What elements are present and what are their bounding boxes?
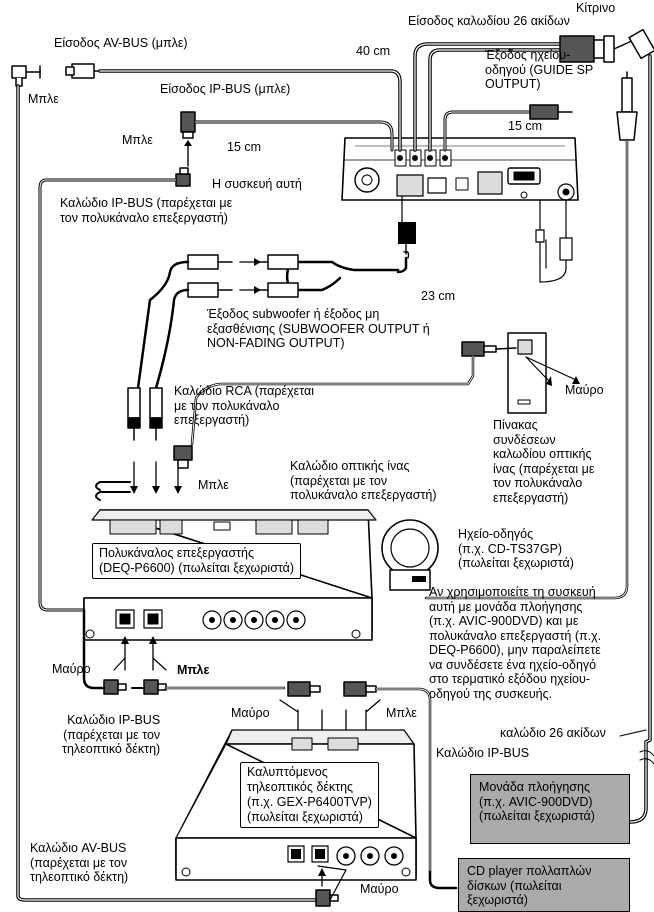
label-blue-tv: Μπλε — [386, 706, 417, 720]
navigation-unit-box: Μονάδα πλοήγησης (π.χ. AVIC-900DVD) (πωλ… — [470, 774, 630, 844]
line: τον πολυκάναλο — [493, 476, 583, 490]
line: (πωλείται ξεχωριστά) — [247, 810, 363, 824]
line: ξεχωριστά) — [467, 893, 528, 907]
line: εξασθένισης (SUBWOOFER OUTPUT ή — [207, 321, 430, 336]
label-40cm: 40 cm — [356, 44, 391, 58]
line: οδηγού της συσκευής. — [429, 686, 553, 701]
label-26pin-cable: καλώδιο 26 ακίδων — [500, 726, 606, 740]
label-15cm-b: 15 cm — [508, 119, 543, 133]
line: επεξεργαστή) — [174, 413, 250, 427]
line: με τον πολυκάναλο — [174, 398, 280, 413]
line: επεξεργαστή) — [493, 490, 569, 505]
line: δίσκων (πωλείται — [467, 878, 562, 893]
line: (π.χ. GEX-P6400TVP) — [247, 795, 372, 809]
line: αυτή με μονάδα πλοήγησης — [429, 599, 583, 614]
label-rca-cable: Καλώδιο RCA (παρέχεται με τον πολυκάναλο… — [174, 384, 314, 428]
label-yellow: Κίτρινο — [576, 1, 616, 15]
label-23cm: 23 cm — [421, 289, 456, 303]
line: (πωλείται ξεχωριστά) — [458, 556, 574, 570]
label-guide-sp-output: Έξοδος ηχείου- οδηγού (GUIDE SP OUTPUT) — [485, 48, 593, 92]
line: Καλώδιο AV-BUS — [30, 841, 127, 855]
line: Καλώδιο IP-BUS — [67, 713, 161, 727]
label-blue-proc: Μπλε — [198, 478, 229, 492]
line: συνδέσεων — [493, 432, 556, 447]
line: οδηγού (GUIDE SP — [485, 62, 594, 77]
label-av-bus-cable: Καλώδιο AV-BUS (παρέχεται με τον τηλεοπτ… — [30, 841, 128, 885]
line: τηλεοπτικό δέκτη) — [62, 742, 161, 756]
processor-unit — [83, 509, 377, 641]
label-blue-mid: Μπλε — [122, 133, 153, 147]
label-ip-bus-input: Είσοδος IP-BUS (μπλε) — [160, 82, 291, 96]
line: DEQ-P6600), μην παραλείπετε — [429, 643, 601, 657]
line: τηλεοπτικό δέκτη) — [30, 870, 129, 884]
label-black-tv: Μαύρο — [231, 706, 270, 720]
line: (DEQ-P6600) (πωλείται ξεχωριστά) — [99, 561, 295, 575]
line: Ηχείο-οδηγός — [458, 527, 534, 541]
line: (π.χ. CD-TS37GP) — [458, 541, 563, 556]
label-guide-speaker: Ηχείο-οδηγός (π.χ. CD-TS37GP) (πωλείται … — [458, 527, 574, 571]
label-black-right: Μαύρο — [565, 383, 604, 397]
line: Καλώδιο οπτικής ίνας — [290, 459, 410, 473]
line: OUTPUT) — [485, 77, 541, 91]
label-fiber-cable: Καλώδιο οπτικής ίνας (παρέχεται με τον π… — [290, 459, 437, 503]
head-unit — [341, 137, 579, 201]
line: (π.χ. AVIC-900DVD) και με — [429, 614, 579, 628]
label-tv-tuner: Καλυπτόμενος τηλεοπτικός δέκτης (π.χ. GE… — [240, 762, 379, 828]
line: πολυκάναλο επεξεργαστή) — [290, 488, 437, 502]
line: Καλυπτόμενος — [247, 765, 328, 779]
line: (πωλείται ξεχωριστά) — [479, 809, 595, 823]
label-black-proc: Μαύρο — [52, 662, 91, 676]
label-blue-left: Μπλε — [28, 92, 59, 106]
line: Έξοδος subwoofer ή έξοδος μη — [207, 307, 380, 321]
line: (π.χ. AVIC-900DVD) — [479, 794, 593, 809]
label-note: Αν χρησιμοποιείτε τη συσκευή αυτή με μον… — [429, 585, 601, 701]
line: τον πολυκάναλο επεξεργαστή) — [60, 210, 228, 225]
label-ip-bus-bottom: Καλώδιο IP-BUS — [436, 746, 530, 760]
line: Πολυκάναλος επεξεργαστής — [99, 546, 254, 560]
cd-player-box: CD player πολλαπλών δίσκων (πωλείται ξεχ… — [458, 858, 630, 912]
label-ip-bus-tv: Καλώδιο IP-BUS (παρέχεται με τον τηλεοπτ… — [62, 713, 160, 757]
line: καλωδίου οπτικής — [493, 447, 592, 461]
line: Πίνακας — [493, 418, 538, 432]
label-black-bottom: Μαύρο — [360, 882, 399, 896]
label-av-bus-input: Είσοδος AV-BUS (μπλε) — [54, 36, 188, 50]
line: στο τερματικό εξόδου ηχείου- — [429, 672, 591, 686]
guide-speaker — [381, 519, 439, 591]
label-26pin-input: Είσοδος καλωδίου 26 ακίδων — [408, 14, 570, 28]
label-processor: Πολυκάναλος επεξεργαστής (DEQ-P6600) (πω… — [92, 543, 302, 579]
line: Έξοδος ηχείου- — [485, 48, 571, 62]
label-15cm-a: 15 cm — [227, 140, 262, 154]
line: NON-FADING OUTPUT) — [207, 336, 345, 350]
line: να συνδέσετε ένα ηχείο-οδηγό — [429, 657, 597, 672]
line: Αν χρησιμοποιείτε τη συσκευή — [429, 585, 596, 599]
line: πολυκάναλο επεξεργαστή (π.χ. — [429, 628, 602, 643]
line: Καλώδιο IP-BUS (παρέχεται με — [60, 196, 233, 210]
line: (παρέχεται με τον — [290, 473, 388, 488]
label-fiber-panel: Πίνακας συνδέσεων καλωδίου οπτικής ίνας … — [493, 418, 594, 505]
line: (παρέχεται με τον — [63, 727, 161, 742]
label-blue-proc-bold: Μπλε — [177, 663, 210, 677]
line: Μονάδα πλοήγησης — [479, 780, 590, 794]
label-subwoofer-output: Έξοδος subwoofer ή έξοδος μη εξασθένισης… — [207, 307, 430, 351]
line: τηλεοπτικός δέκτης — [247, 780, 354, 794]
line: ίνας (παρέχεται με — [493, 461, 595, 476]
label-this-unit: Η συσκευή αυτή — [212, 177, 302, 191]
line: Καλώδιο RCA (παρέχεται — [174, 384, 314, 398]
line: (παρέχεται με τον — [30, 855, 128, 870]
label-ip-bus-cable-top: Καλώδιο IP-BUS (παρέχεται με τον πολυκάν… — [60, 196, 232, 225]
line: CD player πολλαπλών — [467, 864, 592, 878]
